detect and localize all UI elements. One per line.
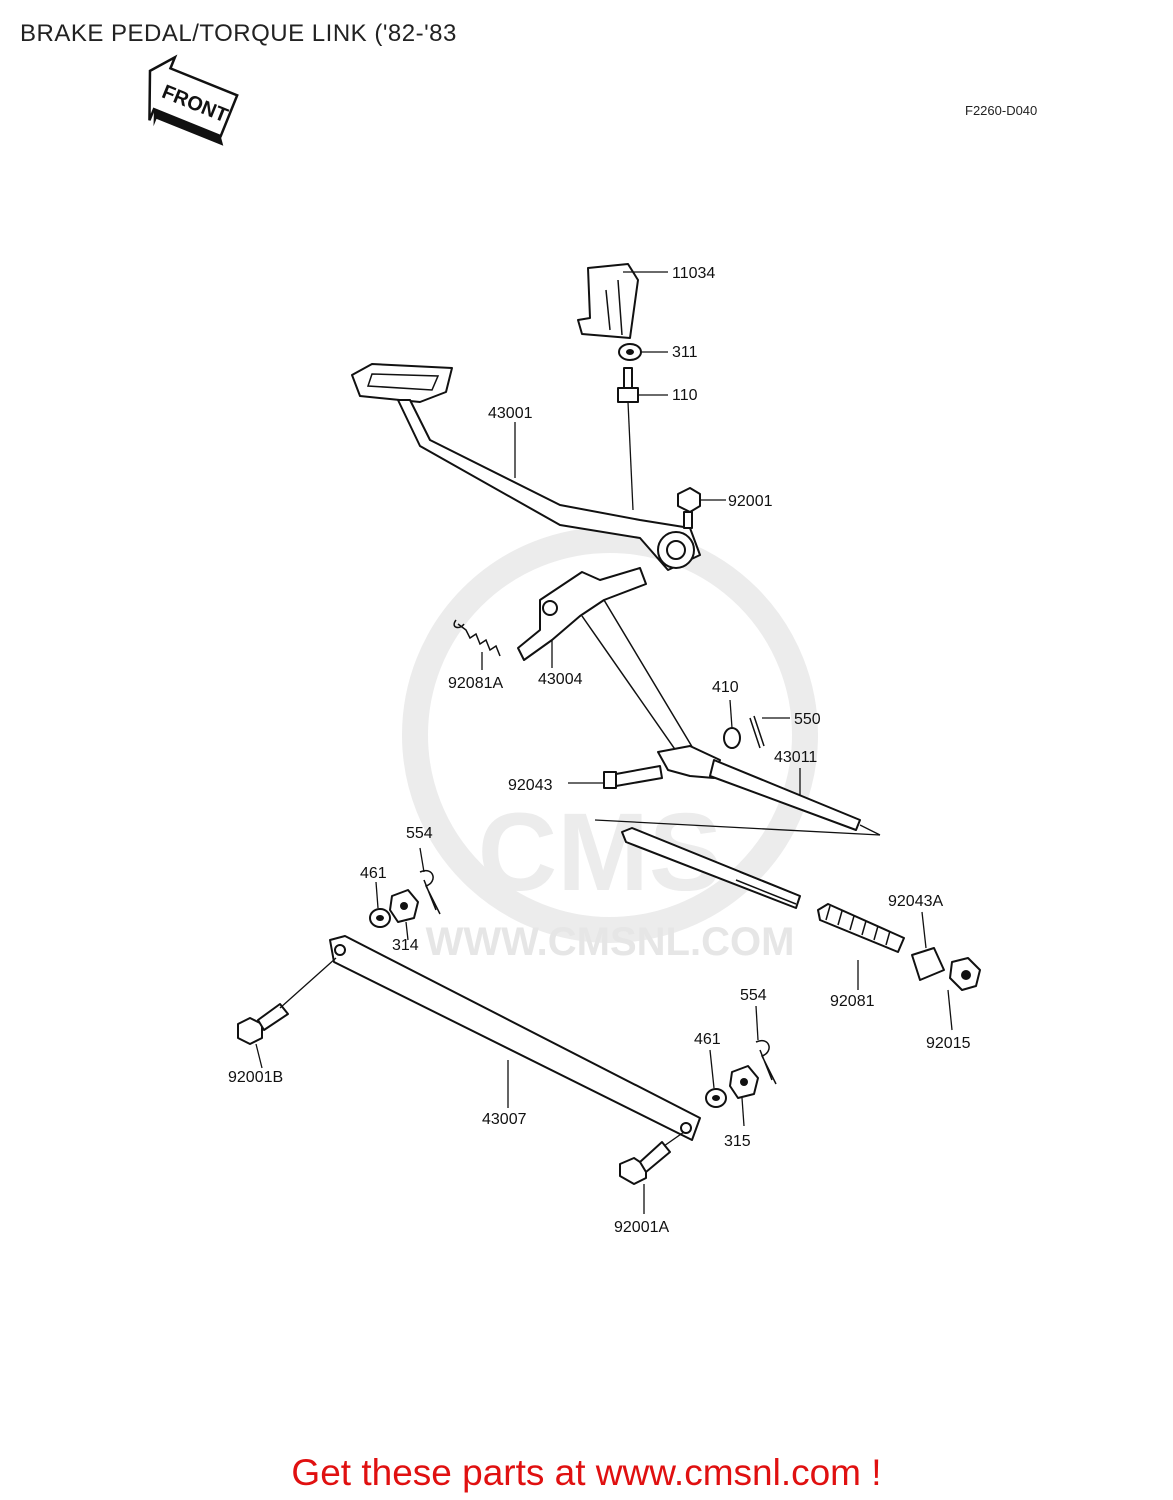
lever-43004 bbox=[517, 567, 701, 769]
label-311: 311 bbox=[672, 344, 698, 361]
label-92081A: 92081A bbox=[448, 675, 503, 692]
clip-554-upper bbox=[419, 847, 441, 915]
washer-461-lower bbox=[705, 1049, 727, 1108]
label-554-upper: 554 bbox=[406, 825, 433, 842]
cta-link[interactable]: Get these parts at www.cmsnl.com ! bbox=[291, 1452, 882, 1493]
label-43011: 43011 bbox=[774, 749, 817, 766]
spring-92081A bbox=[453, 619, 501, 670]
nut-92015 bbox=[947, 957, 981, 1031]
label-461-lower: 461 bbox=[694, 1031, 721, 1048]
front-arrow-icon: FRONT bbox=[148, 54, 239, 146]
label-550: 550 bbox=[794, 711, 821, 728]
brake-pedal-43001 bbox=[351, 363, 701, 571]
bolt-110 bbox=[617, 367, 668, 511]
label-92043A: 92043A bbox=[888, 893, 943, 910]
watermark-logo: CMS WWW.CMSNL.COM bbox=[402, 527, 818, 964]
label-314: 314 bbox=[392, 937, 419, 954]
label-43004: 43004 bbox=[538, 671, 583, 688]
pin-92043 bbox=[568, 765, 663, 789]
page-title: BRAKE PEDAL/TORQUE LINK ('82-'83 bbox=[20, 20, 457, 47]
label-92001A: 92001A bbox=[614, 1219, 669, 1236]
label-92043: 92043 bbox=[508, 777, 553, 794]
washer-461-upper bbox=[369, 881, 391, 928]
label-554-lower: 554 bbox=[740, 987, 767, 1004]
spring-92081 bbox=[817, 903, 905, 990]
bolt-92001A bbox=[619, 1131, 685, 1214]
torque-link-43007 bbox=[329, 935, 701, 1141]
joint-92043A bbox=[911, 911, 945, 981]
parts-diagram: CMS WWW.CMSNL.COM FRONT bbox=[148, 54, 981, 1236]
part-labels: 11034 311 110 43001 92001 92081A 43004 4… bbox=[228, 265, 971, 1236]
label-110: 110 bbox=[672, 387, 698, 404]
clip-554-lower bbox=[755, 1005, 777, 1085]
label-315: 315 bbox=[724, 1133, 751, 1150]
washer-410 bbox=[723, 699, 741, 749]
joint-43011 bbox=[594, 745, 881, 836]
label-11034: 11034 bbox=[672, 265, 715, 282]
nut-314 bbox=[389, 889, 419, 941]
label-92001: 92001 bbox=[728, 493, 773, 510]
label-92001B: 92001B bbox=[228, 1069, 283, 1086]
bolt-92001B bbox=[237, 957, 337, 1069]
diagram-code: F2260-D040 bbox=[965, 103, 1038, 118]
label-410: 410 bbox=[712, 679, 739, 696]
bracket-11034 bbox=[577, 263, 668, 339]
washer-311 bbox=[618, 343, 668, 361]
cotter-pin-550 bbox=[749, 715, 790, 749]
brake-rod bbox=[621, 827, 801, 909]
label-92015: 92015 bbox=[926, 1035, 971, 1052]
nut-315 bbox=[729, 1065, 759, 1127]
label-43001: 43001 bbox=[488, 405, 533, 422]
label-461-upper: 461 bbox=[360, 865, 387, 882]
label-92081: 92081 bbox=[830, 993, 875, 1010]
label-43007: 43007 bbox=[482, 1111, 527, 1128]
watermark-url: WWW.CMSNL.COM bbox=[426, 920, 795, 964]
bolt-92001 bbox=[677, 487, 726, 529]
